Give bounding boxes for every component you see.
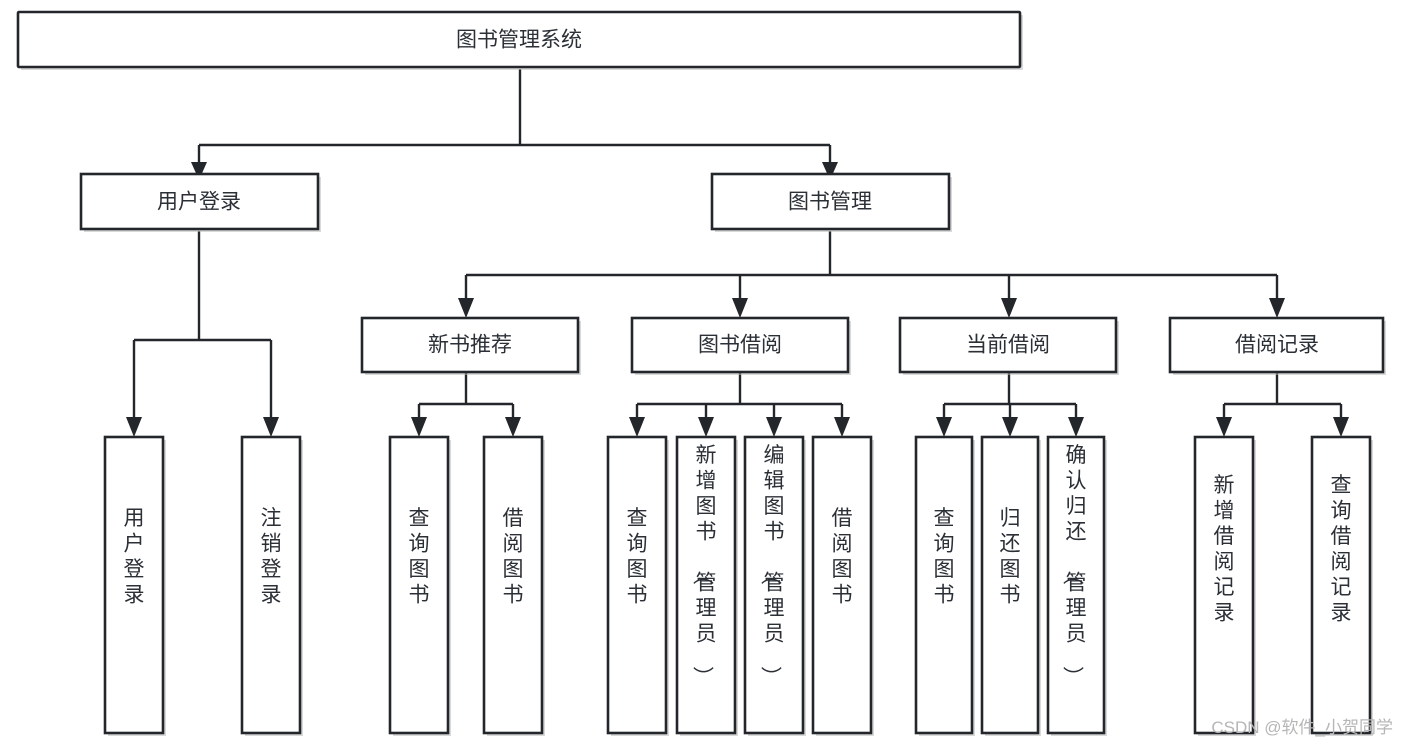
node-leaf-query-book-3-box[interactable]	[914, 435, 974, 735]
node-book-manage[interactable]: 图书管理	[710, 172, 952, 232]
node-leaf-confirm-return-label: 确认归还（管理员）	[1061, 444, 1087, 687]
arrowhead-leaf-add-record	[1216, 417, 1232, 437]
arrowhead-book-borrow	[732, 298, 748, 318]
node-leaf-query-book-1[interactable]: 查询图书	[388, 435, 451, 736]
arrowhead-leaf-query-record	[1333, 417, 1349, 437]
node-leaf-user-login[interactable]: 用户登录	[103, 435, 166, 736]
arrowhead-leaf-add-book	[698, 417, 714, 437]
node-leaf-query-book-2-label: 查询图书	[627, 507, 648, 607]
arrowhead-leaf-query-book-2	[629, 417, 645, 437]
node-book-manage-box[interactable]	[710, 172, 951, 231]
watermark-text: CSDN @软件_小贺同学	[1211, 718, 1393, 737]
node-leaf-add-record-box[interactable]	[1193, 435, 1255, 735]
arrowhead-leaf-borrow-book-1	[505, 417, 521, 437]
node-leaf-query-book-2-box[interactable]	[606, 435, 668, 735]
node-current-borrow-label: 当前借阅	[966, 334, 1050, 357]
arrowhead-new-book-rec	[458, 298, 474, 318]
node-leaf-borrow-book-1[interactable]: 借阅图书	[482, 435, 545, 736]
node-new-book-rec-label: 新书推荐	[428, 334, 512, 357]
arrowhead-user-login	[191, 162, 207, 180]
node-leaf-query-record-label: 查询借阅记录	[1331, 474, 1352, 625]
arrowhead-leaf-query-book-3	[936, 417, 952, 437]
node-user-login-box[interactable]	[79, 172, 320, 231]
arrowhead-leaf-user-login	[126, 417, 142, 437]
node-leaf-edit-book[interactable]: 编辑图书（管理员）	[743, 435, 806, 736]
arrowhead-borrow-record	[1269, 298, 1285, 318]
node-leaf-edit-book-label: 编辑图书（管理员）	[759, 444, 785, 687]
node-leaf-query-record[interactable]: 查询借阅记录	[1310, 435, 1373, 736]
node-leaf-query-book-2[interactable]: 查询图书	[606, 435, 669, 736]
node-leaf-add-book[interactable]: 新增图书（管理员）	[675, 435, 738, 736]
node-leaf-return-book[interactable]: 归还图书	[980, 435, 1041, 736]
node-book-borrow-box[interactable]	[630, 316, 850, 374]
arrowhead-leaf-logout-login	[263, 417, 279, 437]
node-leaf-confirm-return-box[interactable]	[1046, 435, 1106, 735]
node-leaf-borrow-book-1-box[interactable]	[482, 435, 544, 735]
arrowhead-leaf-borrow-book-2	[834, 417, 850, 437]
node-leaf-query-book-3-label: 查询图书	[934, 507, 955, 607]
arrowhead-current-borrow	[1001, 298, 1017, 318]
node-leaf-borrow-book-2-box[interactable]	[811, 435, 873, 735]
node-leaf-logout-login[interactable]: 注销登录	[240, 435, 303, 736]
node-leaf-borrow-book-2[interactable]: 借阅图书	[811, 435, 874, 736]
node-leaf-add-record-label: 新增借阅记录	[1214, 474, 1235, 625]
node-user-login[interactable]: 用户登录	[79, 172, 321, 232]
node-leaf-query-book-1-box[interactable]	[388, 435, 450, 735]
node-leaf-return-book-box[interactable]	[980, 435, 1040, 735]
arrowhead-leaf-edit-book	[766, 417, 782, 437]
node-leaf-user-login-box[interactable]	[103, 435, 165, 735]
node-book-manage-label: 图书管理	[788, 191, 872, 214]
node-book-borrow-label: 图书借阅	[698, 334, 782, 357]
node-leaf-query-book-1-label: 查询图书	[409, 507, 430, 607]
node-borrow-record[interactable]: 借阅记录	[1168, 316, 1386, 375]
node-borrow-record-label: 借阅记录	[1235, 334, 1319, 357]
node-leaf-edit-book-box[interactable]	[743, 435, 805, 735]
arrowhead-leaf-confirm-return	[1068, 417, 1084, 437]
node-leaf-query-book-3[interactable]: 查询图书	[914, 435, 975, 736]
node-leaf-query-record-box[interactable]	[1310, 435, 1372, 735]
node-leaf-logout-login-box[interactable]	[240, 435, 302, 735]
node-root-box[interactable]	[16, 10, 1022, 69]
node-leaf-add-record[interactable]: 新增借阅记录	[1193, 435, 1256, 736]
node-book-borrow[interactable]: 图书借阅	[630, 316, 851, 375]
node-leaf-confirm-return[interactable]: 确认归还（管理员）	[1046, 435, 1107, 736]
node-leaf-return-book-label: 归还图书	[1000, 507, 1021, 607]
node-root[interactable]: 图书管理系统	[16, 10, 1023, 70]
arrowhead-leaf-query-book-1	[411, 417, 427, 437]
node-new-book-rec-box[interactable]	[360, 316, 580, 374]
node-leaf-add-book-box[interactable]	[675, 435, 737, 735]
node-borrow-record-box[interactable]	[1168, 316, 1385, 374]
node-current-borrow-box[interactable]	[898, 316, 1118, 374]
node-user-login-label: 用户登录	[157, 191, 241, 214]
arrowhead-book-manage	[822, 162, 838, 180]
connector-layer	[126, 69, 1349, 437]
node-root-label: 图书管理系统	[456, 29, 582, 52]
node-leaf-borrow-book-1-label: 借阅图书	[503, 507, 524, 607]
arrowhead-leaf-return-book	[1002, 417, 1018, 437]
node-leaf-add-book-label: 新增图书（管理员）	[691, 444, 717, 687]
node-leaf-borrow-book-2-label: 借阅图书	[832, 507, 853, 607]
node-current-borrow[interactable]: 当前借阅	[898, 316, 1119, 375]
node-new-book-rec[interactable]: 新书推荐	[360, 316, 581, 375]
node-leaf-user-login-label: 用户登录	[124, 507, 145, 607]
node-leaf-logout-login-label: 注销登录	[261, 507, 282, 607]
